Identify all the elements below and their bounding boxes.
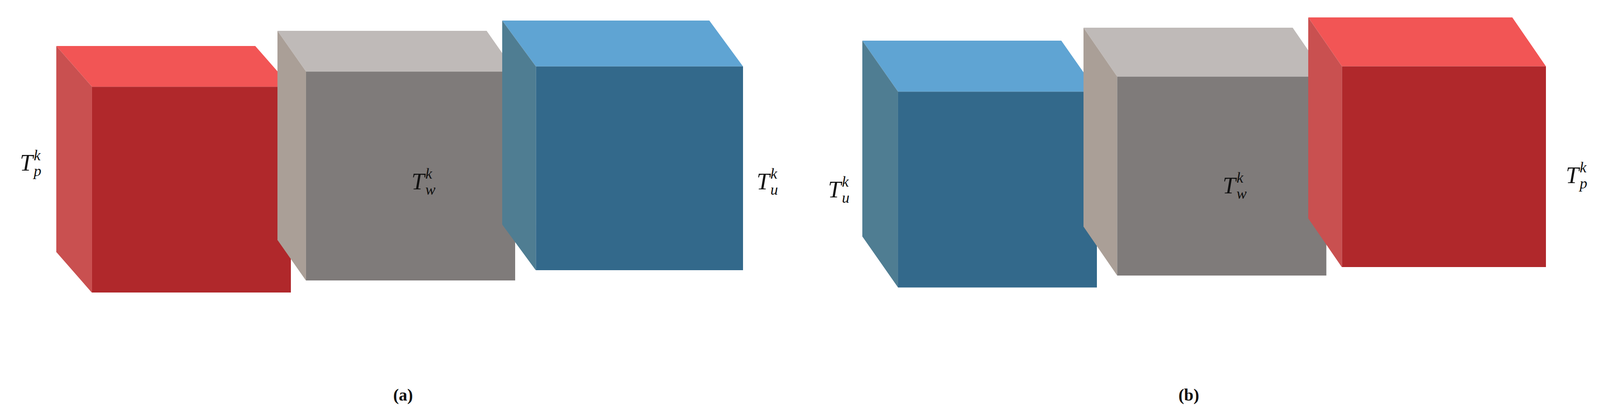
cube-face [277, 30, 307, 282]
blue-cube: Tuk [862, 40, 1097, 288]
cube-face [56, 46, 291, 87]
temperature-label: Twk [411, 165, 436, 198]
cube-face [502, 20, 744, 67]
red-cube: Tpk [56, 46, 291, 294]
cube-face [277, 30, 516, 72]
temperature-label: Twk [1222, 169, 1248, 202]
cube-face [862, 40, 899, 288]
temperature-label: Tpk [20, 147, 42, 180]
grey-cube: Twk [277, 30, 516, 282]
cube-face [862, 40, 1097, 92]
cube-face [92, 86, 291, 293]
cube-face [56, 46, 93, 294]
cube-shape [56, 46, 291, 294]
cube-face [535, 66, 744, 271]
red-cube: Tpk [1308, 17, 1546, 268]
panel-label: (a) [393, 386, 413, 404]
cube-face [1308, 17, 1546, 67]
cube-face [1308, 17, 1342, 268]
temperature-label: Tuk [827, 173, 850, 206]
grey-cube: Twk [1083, 27, 1327, 276]
blue-cube: Tuk [502, 20, 744, 271]
cube-face [1083, 27, 1327, 77]
cube-face [1083, 27, 1118, 276]
cube-shape [277, 30, 516, 282]
temperature-label: Tpk [1566, 159, 1588, 192]
temperature-label: Tuk [756, 165, 778, 198]
cube-face [502, 20, 536, 271]
cube-face [1117, 76, 1327, 276]
panel-label: (b) [1178, 386, 1199, 404]
cube-face [1341, 66, 1546, 268]
cube-shape [862, 40, 1097, 288]
cube-shape [1308, 17, 1546, 268]
cube-shape [502, 20, 744, 271]
cube-shape [1083, 27, 1327, 276]
cube-face [306, 71, 516, 281]
cube-face [898, 92, 1097, 288]
